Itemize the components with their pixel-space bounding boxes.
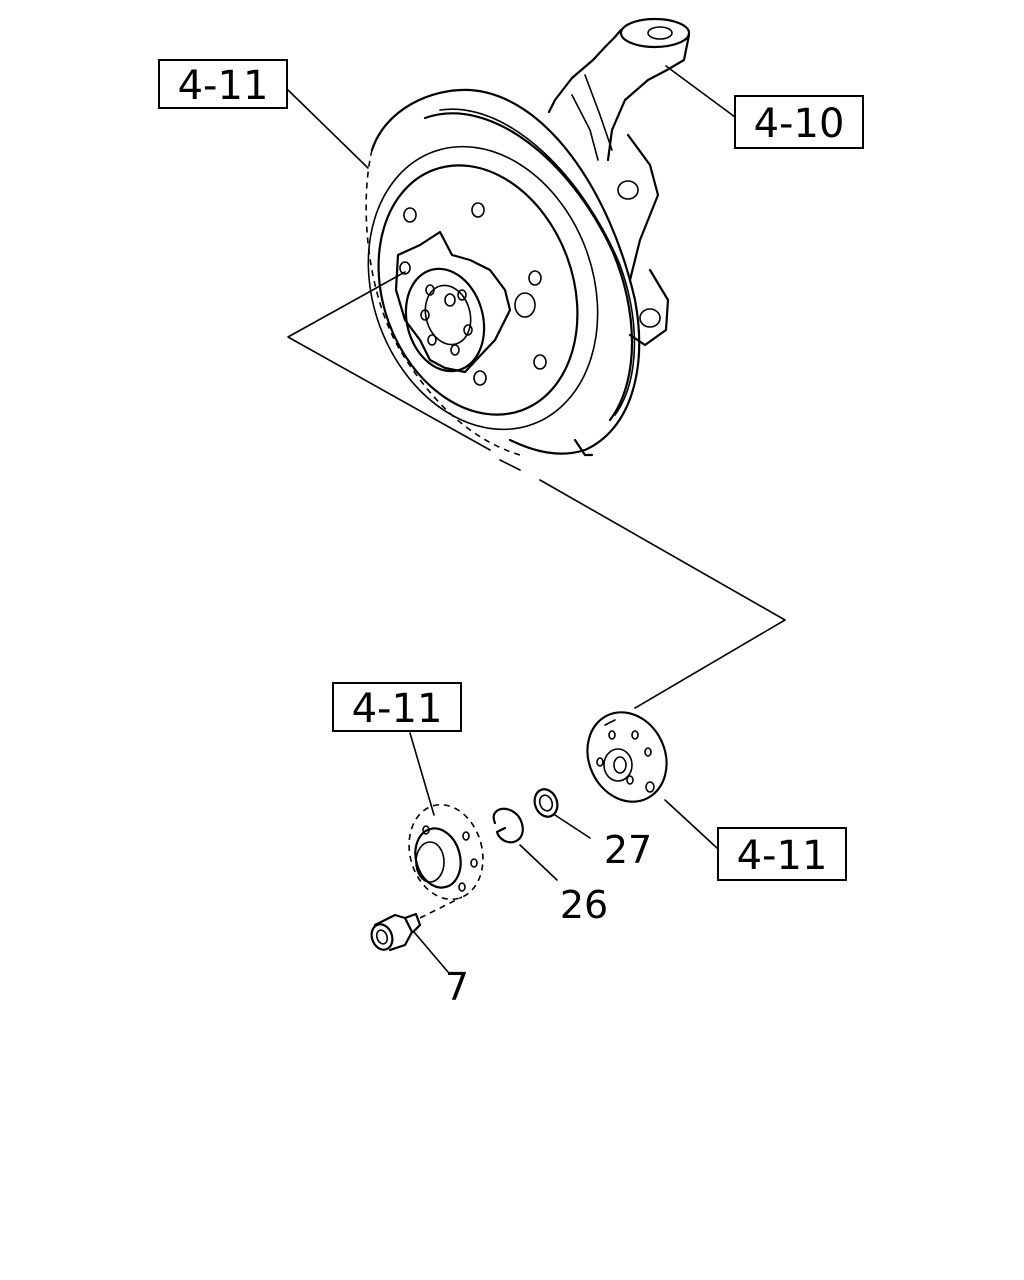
ref-label: 4-11 (178, 63, 269, 109)
drive-flange (586, 711, 668, 803)
leader-lines (287, 65, 786, 973)
bolt (370, 896, 463, 952)
steering-knuckle (547, 17, 691, 457)
ref-box-flange-right: 4-11 (717, 827, 847, 881)
part-number-26: 26 (560, 883, 608, 927)
washer (533, 788, 559, 818)
ref-label: 4-11 (737, 833, 828, 879)
part-number-7: 7 (445, 965, 469, 1009)
brake-drum-hub (365, 88, 641, 456)
hub-cap (408, 803, 484, 901)
snap-ring (492, 807, 524, 844)
part-number-27: 27 (604, 828, 652, 872)
ref-box-hub-top: 4-11 (158, 59, 288, 109)
ref-label: 4-10 (754, 101, 845, 147)
ref-box-knuckle: 4-10 (734, 95, 864, 149)
ref-box-cap-left: 4-11 (332, 682, 462, 732)
ref-label: 4-11 (352, 686, 443, 732)
